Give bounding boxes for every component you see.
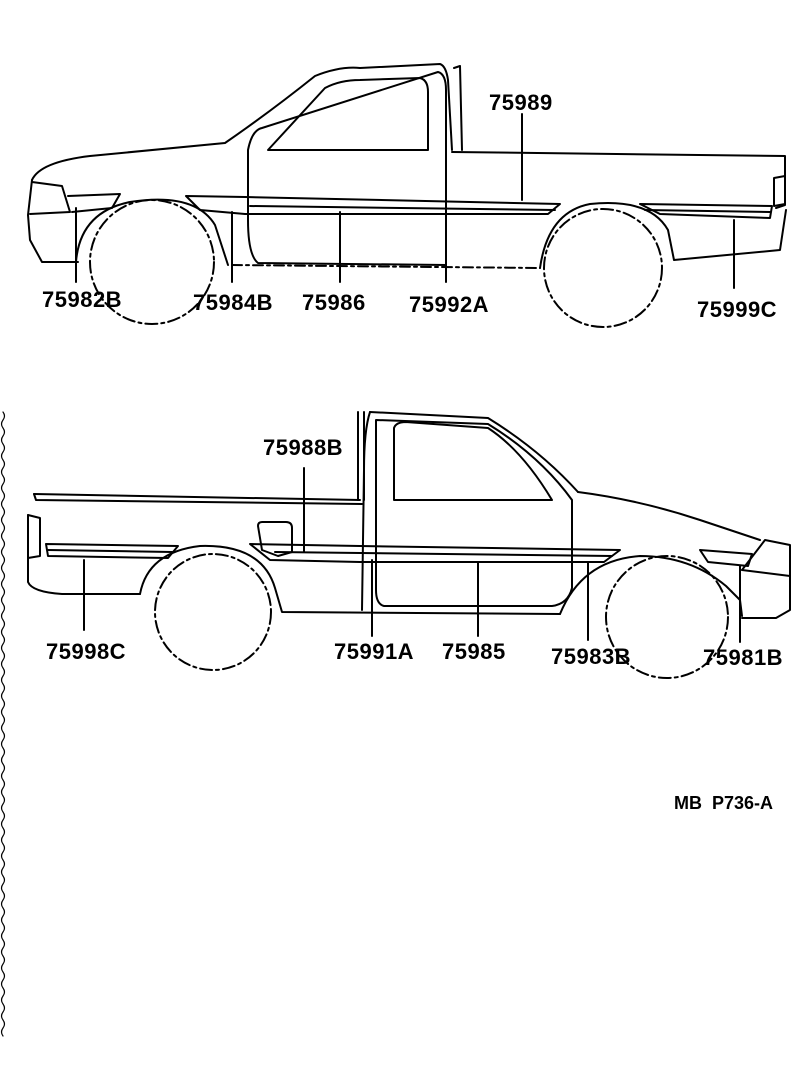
part-label-75981B: 75981B	[703, 645, 784, 670]
part-label-75991A: 75991A	[334, 639, 415, 664]
illustration-code: MB P736-A	[674, 793, 774, 813]
truck-right-side	[27, 63, 787, 328]
part-label-75992A: 75992A	[409, 292, 490, 317]
part-label-75984B: 75984B	[193, 290, 274, 315]
part-label-75985: 75985	[442, 639, 506, 664]
part-label-75998C: 75998C	[46, 639, 127, 664]
part-label-75986: 75986	[302, 290, 366, 315]
truck-left-side	[27, 411, 791, 679]
part-label-75983B: 75983B	[551, 644, 632, 669]
binding-edge	[0, 411, 6, 1037]
part-label-75999C: 75999C	[697, 297, 778, 322]
part-label-75982B: 75982B	[42, 287, 123, 312]
part-label-75988B: 75988B	[263, 435, 344, 460]
part-label-75989: 75989	[489, 90, 553, 115]
